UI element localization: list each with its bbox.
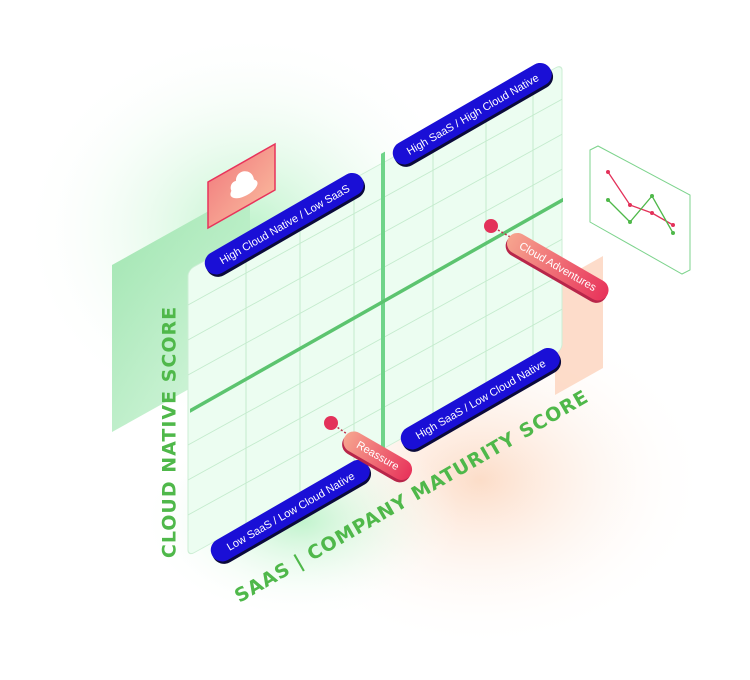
- horizontal-axis-line: [189, 197, 564, 413]
- cloud-icon: [230, 171, 258, 199]
- mini-chart-green-line: [607, 194, 674, 234]
- y-axis-label: CLOUD NATIVE SCORE: [159, 306, 181, 558]
- point-marker: [324, 416, 338, 430]
- cloud-card: [207, 142, 276, 230]
- mini-chart-card: [589, 145, 691, 275]
- quadrant-grid: [187, 66, 564, 555]
- point-marker: [484, 219, 498, 233]
- point-reassure: Reassure: [324, 416, 413, 483]
